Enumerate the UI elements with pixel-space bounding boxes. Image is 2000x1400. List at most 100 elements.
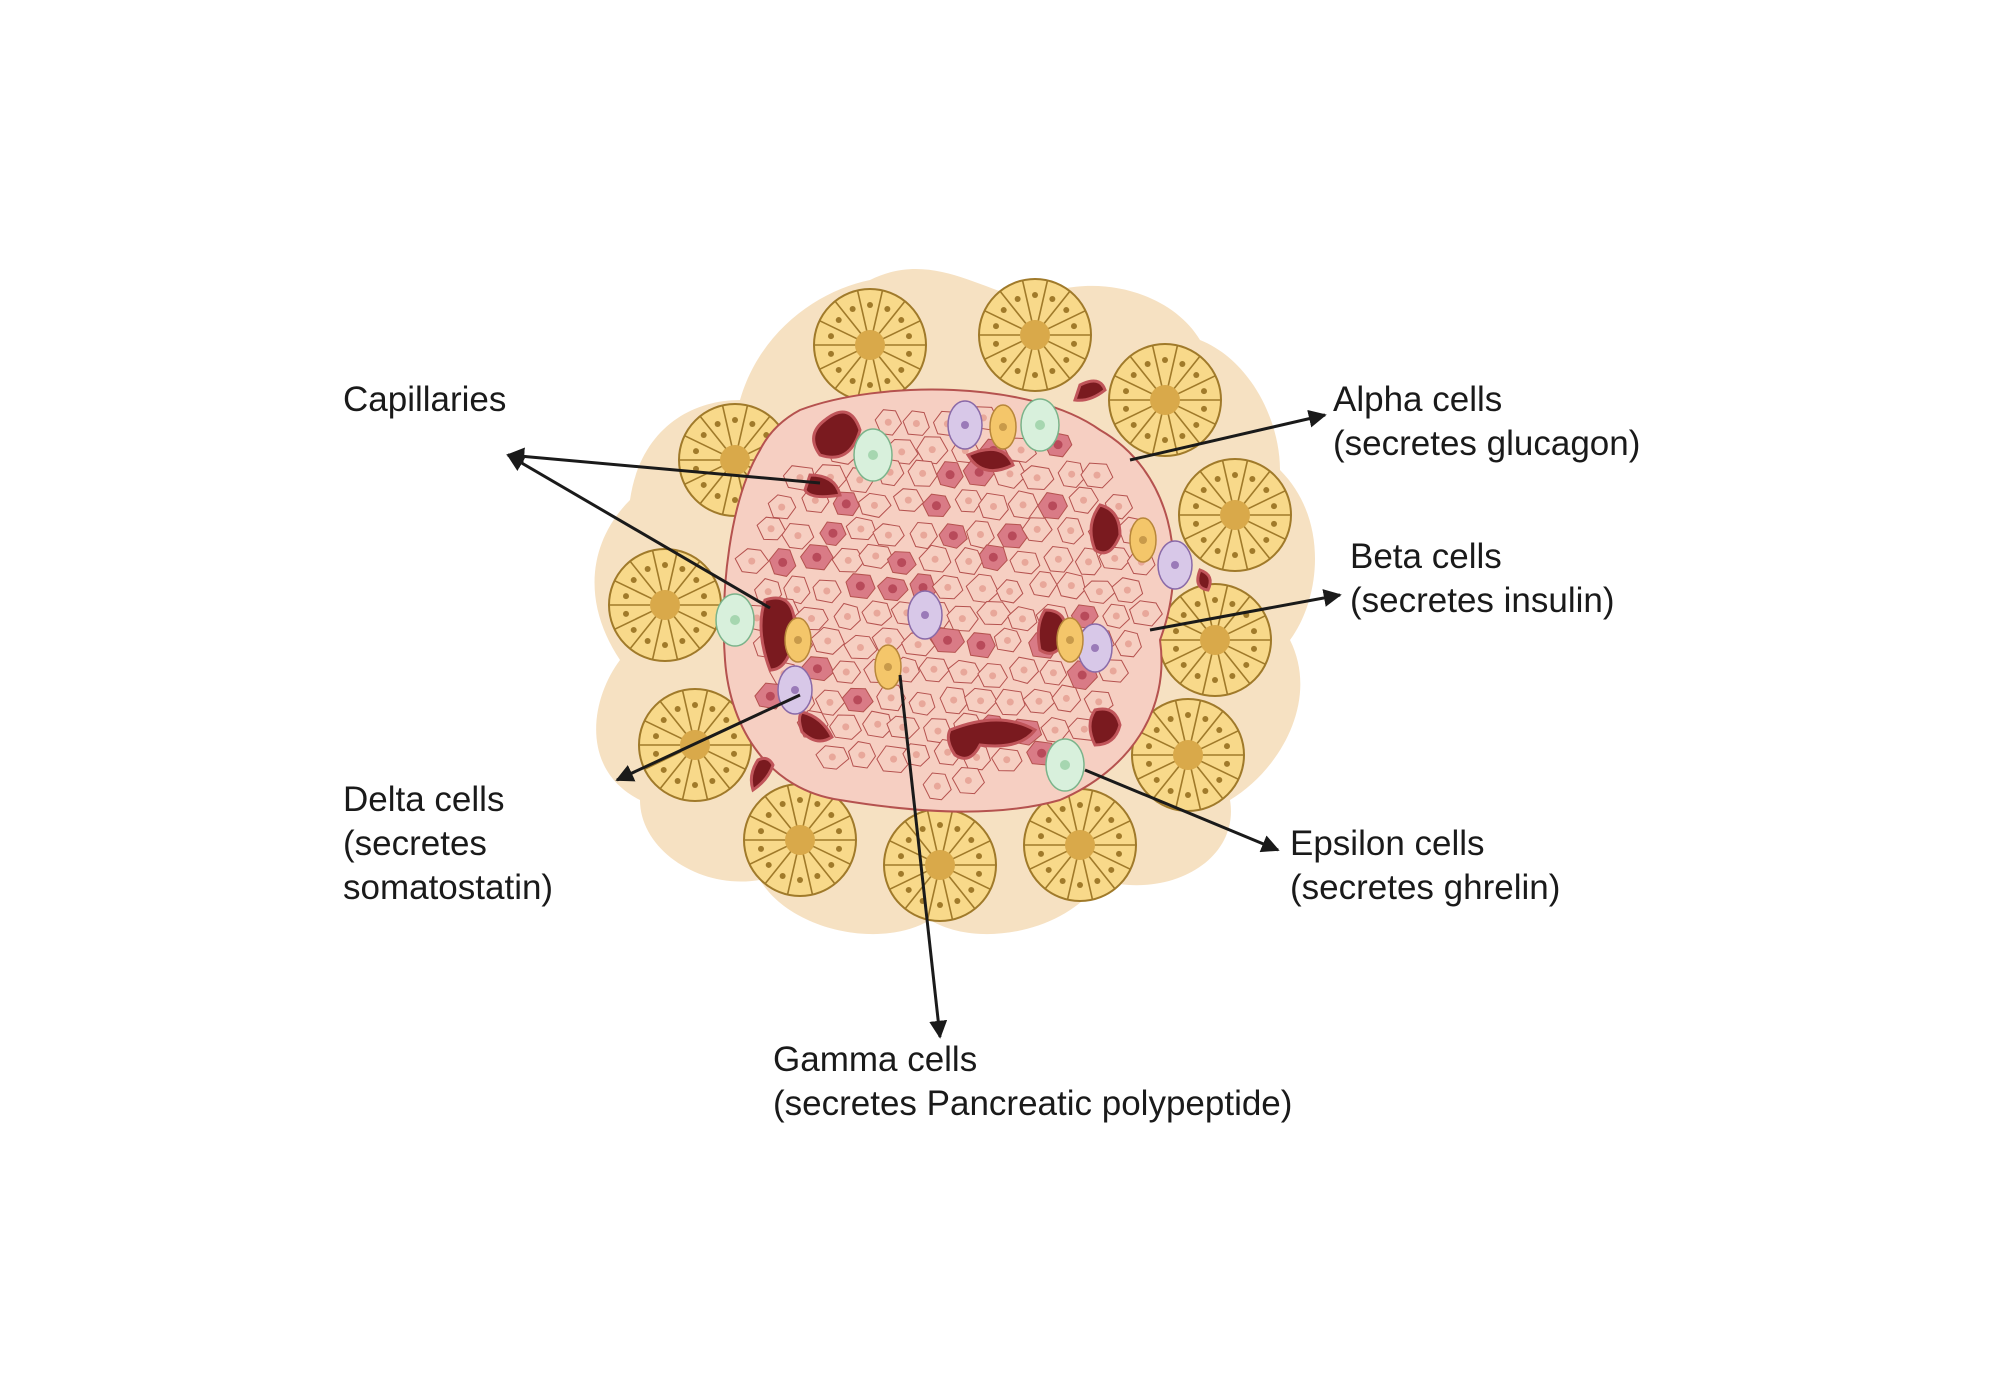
cell-nucleus — [730, 615, 740, 625]
acinar-nucleus — [975, 853, 982, 860]
cell-nucleus — [918, 700, 926, 708]
acinar-nucleus — [1194, 600, 1201, 607]
cell-nucleus — [1021, 558, 1029, 566]
cell-nucleus — [945, 470, 955, 480]
acinar-nucleus — [898, 366, 905, 373]
acinar-nucleus — [779, 873, 786, 880]
epsilon-cells-label: Epsilon cells (secretes ghrelin) — [1290, 822, 1560, 910]
acinar-nucleus — [797, 877, 803, 883]
cell-nucleus — [767, 525, 775, 533]
acinar-nucleus — [814, 800, 821, 807]
cell-nucleus — [964, 776, 972, 784]
acinar-cell-wall — [721, 473, 733, 515]
cell-nucleus — [1006, 698, 1014, 706]
acinar-nucleus — [937, 902, 943, 908]
cell-nucleus — [888, 584, 898, 594]
acinar-nucleus — [993, 340, 1000, 347]
acinar-cell-wall — [743, 415, 771, 450]
capillary-vessels — [749, 379, 1212, 793]
acinar-cell-wall — [948, 820, 976, 855]
acinar-cell-wall — [703, 700, 731, 735]
acinar-nucleus — [954, 898, 961, 905]
cell-nucleus — [1003, 636, 1011, 644]
acinar-nucleus — [723, 766, 730, 773]
acinar-cell-wall — [697, 758, 709, 800]
cell-nucleus — [904, 496, 912, 504]
acinar-cell-wall — [1044, 800, 1072, 835]
acinus-lumen — [1173, 740, 1203, 770]
acinar-cell-wall — [1227, 614, 1266, 635]
acinar-nucleus — [867, 382, 873, 388]
acinar-cell-wall — [1152, 710, 1180, 745]
acinar-nucleus — [1216, 727, 1223, 734]
cell-nucleus — [990, 609, 998, 617]
acinar-cell-wall — [707, 750, 746, 771]
acinar-nucleus — [660, 717, 667, 724]
acinar-nucleus — [1049, 295, 1056, 302]
acinar-nucleus — [1059, 805, 1066, 812]
cell-nucleus — [1171, 561, 1179, 569]
cell-nucleus — [965, 497, 973, 505]
cell-nucleus — [856, 643, 864, 651]
acinar-nucleus — [1108, 866, 1115, 873]
acinar-nucleus — [709, 778, 716, 785]
cell-nucleus — [794, 532, 802, 540]
acinar-cell-wall — [819, 319, 858, 340]
cell-nucleus — [856, 476, 864, 484]
acinar-nucleus — [1193, 520, 1200, 527]
acinar-nucleus — [1193, 503, 1200, 510]
acinar-nucleus — [653, 750, 660, 757]
cell-nucleus — [791, 686, 799, 694]
cell-nucleus — [944, 583, 952, 591]
acinar-cell-wall — [1047, 340, 1086, 361]
cell-nucleus — [960, 668, 968, 676]
delta-cells-label-line3: somatostatin) — [343, 868, 554, 907]
cell-nucleus — [1006, 587, 1014, 595]
cell-nucleus — [918, 582, 928, 592]
cell-nucleus — [912, 420, 920, 428]
acinar-nucleus — [732, 497, 738, 503]
acinar-cell-wall — [1173, 355, 1201, 390]
acinar-cell-wall — [1174, 700, 1186, 742]
acinar-nucleus — [1185, 792, 1191, 798]
acinar-nucleus — [758, 828, 765, 835]
alpha-cells-label-line1: Alpha cells — [1333, 380, 1503, 419]
acinar-nucleus — [674, 705, 681, 712]
acinar-nucleus — [1185, 712, 1191, 718]
acinar-nucleus — [644, 638, 651, 645]
acinar-nucleus — [692, 782, 698, 788]
acinar-nucleus — [674, 778, 681, 785]
cell-nucleus — [884, 663, 892, 671]
acinar-cell-wall — [872, 290, 884, 332]
acinar-cell-wall — [651, 618, 663, 660]
cell-nucleus — [944, 748, 952, 756]
capillaries-arrow-2 — [506, 453, 771, 610]
acinar-cell-wall — [677, 579, 716, 600]
acinus-lumen — [1065, 830, 1095, 860]
acinar-nucleus — [660, 766, 667, 773]
cell-nucleus — [812, 552, 822, 562]
acinar-cell-wall — [1092, 819, 1131, 840]
capillary — [812, 410, 862, 459]
cell-nucleus — [824, 637, 832, 645]
acinar-cell-wall — [1243, 525, 1271, 560]
cell-nucleus — [1077, 670, 1087, 680]
acinar-cell-wall — [808, 850, 836, 885]
cell-nucleus — [1080, 611, 1090, 621]
cell-nucleus — [1039, 581, 1047, 589]
acinar-nucleus — [905, 886, 912, 893]
cell-nucleus — [1139, 536, 1147, 544]
acinar-nucleus — [1249, 475, 1256, 482]
acinar-nucleus — [1212, 677, 1218, 683]
acinar-nucleus — [1032, 292, 1038, 298]
acinar-cell-wall — [1179, 650, 1207, 685]
acinar-nucleus — [1115, 833, 1122, 840]
acinar-cell-wall — [834, 355, 862, 390]
acinar-cell-wall — [904, 875, 932, 910]
acinar-cell-wall — [673, 560, 701, 595]
acinar-nucleus — [968, 837, 975, 844]
cell-nucleus — [828, 753, 836, 761]
acinar-nucleus — [1153, 776, 1160, 783]
acinar-cell-wall — [1199, 525, 1227, 560]
acinar-nucleus — [692, 702, 698, 708]
